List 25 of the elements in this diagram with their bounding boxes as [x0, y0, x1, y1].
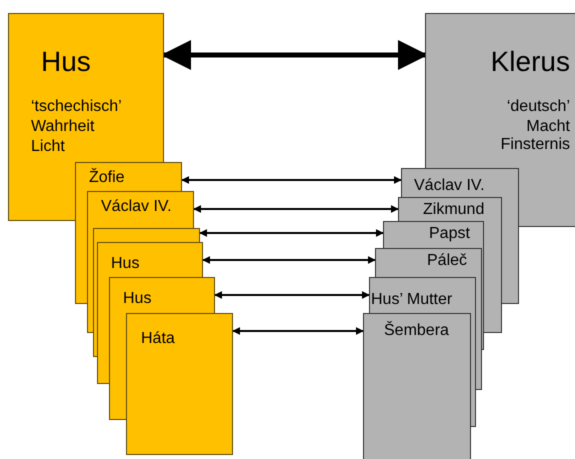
heading: Hus [41, 46, 91, 78]
card-label: ‘deutsch’ [506, 98, 570, 116]
card-label: ‘tschechisch’ [31, 98, 122, 116]
card-label: Šembera [384, 322, 449, 340]
double-arrow [181, 176, 402, 184]
card-label: Hus [111, 255, 140, 274]
heading: Klerus [490, 46, 570, 78]
card-label: Háta [141, 330, 175, 348]
double-arrow [214, 291, 370, 299]
card-label: Wahrheit [31, 118, 94, 136]
card-label: Finsternis [500, 136, 570, 154]
double-arrow [232, 327, 364, 335]
double-arrow [202, 256, 376, 264]
card-label: Hus [123, 290, 152, 308]
double-arrow [199, 229, 384, 237]
card-label: Licht [31, 138, 65, 156]
card-label: Václav IV. [414, 177, 485, 196]
card-label: Hus’ Mutter [371, 291, 452, 310]
card-label: Václav IV. [101, 198, 172, 216]
card-label: Zikmund [423, 201, 484, 220]
card-label: Papst [429, 225, 470, 244]
double-arrow [193, 205, 399, 213]
card-label: Macht [526, 118, 570, 136]
card-label: Páleč [427, 252, 468, 270]
card-label: Žofie [89, 169, 125, 188]
